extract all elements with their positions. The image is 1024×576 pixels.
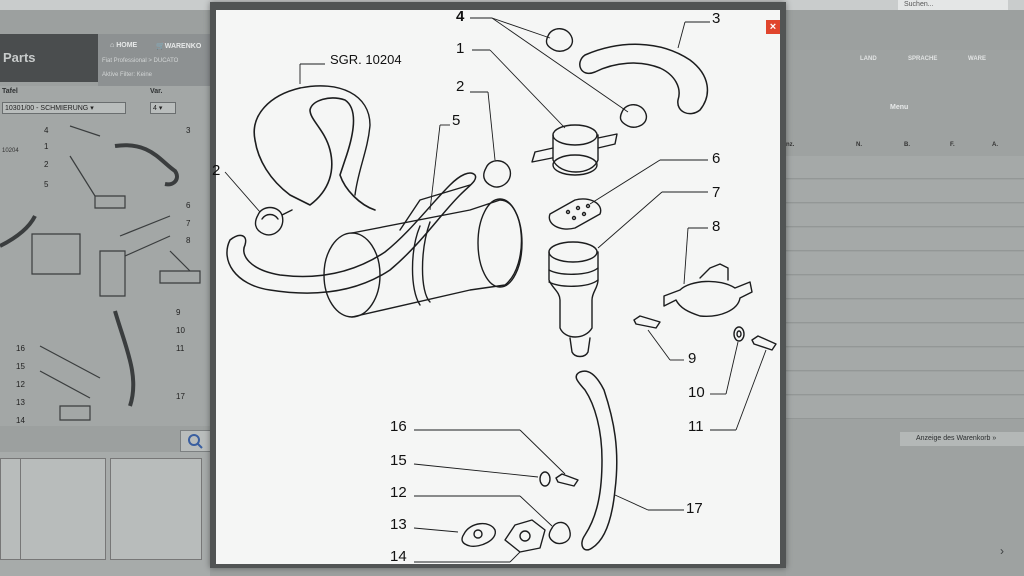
breadcrumb: Fiat Professional > DUCATO [102,58,179,64]
part-label[interactable]: 8 [712,218,721,235]
mini-label: 17 [176,392,185,401]
right-panel: LAND SPRACHE WARE Menu nz. N. B. F. A. [786,50,1024,576]
nav-cart[interactable]: 🛒WARENKO [156,43,202,50]
header-land[interactable]: LAND [860,56,877,62]
chevron-right-icon[interactable]: › [1000,544,1004,558]
mini-label: 7 [186,219,191,228]
part-label[interactable]: 10 [688,384,705,401]
part-label[interactable]: 6 [712,150,721,167]
mini-label: 9 [176,308,181,317]
part-label[interactable]: 11 [688,418,704,435]
nav-home-label: HOME [116,42,138,49]
nav-home[interactable]: ⌂ HOME [110,42,138,49]
col-nz: nz. [786,142,795,148]
part-label[interactable]: 2 [456,78,465,95]
header-ware[interactable]: WARE [968,56,986,62]
part-label[interactable]: 9 [688,350,697,367]
top-nav: ⌂ HOME 🛒WARENKO Fiat Professional > DUCA… [98,34,210,86]
mini-label: 13 [16,398,25,407]
app-logo: Parts [0,34,98,82]
active-filter: Aktive Filter: Keine [102,72,153,78]
diagram-group-label: SGR. 10204 [330,52,402,67]
mini-label: 3 [186,126,191,135]
mini-label: 12 [16,380,25,389]
part-label[interactable]: 5 [452,112,461,129]
col-a: A. [992,142,998,148]
col-b: B. [904,142,910,148]
table-row[interactable] [786,324,1024,347]
tafel-select[interactable]: 10301/00 - SCHMIERUNG ▾ [2,102,126,114]
magnifier-icon [188,434,203,449]
tafel-select-value: 10301/00 - SCHMIERUNG [5,105,89,112]
mini-label: 8 [186,236,191,245]
table-row[interactable] [786,276,1024,299]
table-row[interactable] [786,180,1024,203]
thumbnail[interactable] [110,458,202,560]
var-select-value: 4 [153,105,157,112]
mini-sgr: 10204 [2,148,19,154]
part-label[interactable]: 14 [390,548,407,565]
mini-label: 1 [44,142,49,151]
part-label[interactable]: 3 [712,10,721,27]
part-label[interactable]: 2 [212,162,221,179]
part-label[interactable]: 7 [712,184,721,201]
left-panel: Tafel Var. 10301/00 - SCHMIERUNG ▾ 4 ▾ 1… [0,86,210,426]
table-row[interactable] [786,348,1024,371]
tafel-label: Tafel [2,88,18,95]
mini-label: 14 [16,416,25,425]
thumbnail-strip [0,452,210,576]
col-n: N. [856,142,862,148]
mini-diagram [0,125,201,421]
var-select[interactable]: 4 ▾ [150,102,176,114]
part-label[interactable]: 13 [390,516,407,533]
part-label[interactable]: 17 [686,500,703,517]
table-row[interactable] [786,204,1024,227]
mini-label: 10 [176,326,185,335]
col-f: F. [950,142,955,148]
menu-title: Menu [890,104,909,111]
mini-label: 11 [176,344,185,353]
thumbnail[interactable] [20,458,106,560]
nav-cart-label: WARENKO [164,43,202,50]
mini-label: 4 [44,126,49,135]
part-label[interactable]: 16 [390,418,407,435]
table-row[interactable] [786,156,1024,179]
table-row[interactable] [786,372,1024,395]
table-row[interactable] [786,300,1024,323]
mini-label: 6 [186,201,191,210]
part-label[interactable]: 12 [390,484,407,501]
zoom-search-button[interactable] [180,430,212,452]
part-label[interactable]: 15 [390,452,407,469]
var-label: Var. [150,88,163,95]
part-label[interactable]: 4 [456,8,465,25]
table-row[interactable] [786,228,1024,251]
table-row[interactable] [786,396,1024,419]
mini-label: 16 [16,344,25,353]
show-cart-button[interactable]: Anzeige des Warenkorb » [900,432,1024,446]
mini-label: 5 [44,180,49,189]
mini-label: 15 [16,362,25,371]
part-label[interactable]: 1 [456,40,465,57]
header-sprache[interactable]: SPRACHE [908,56,938,62]
diagram-modal [210,2,786,568]
close-modal-button[interactable]: × [766,20,780,34]
table-row[interactable] [786,252,1024,275]
search-field[interactable]: Suchen... [898,0,1008,10]
mini-label: 2 [44,160,49,169]
